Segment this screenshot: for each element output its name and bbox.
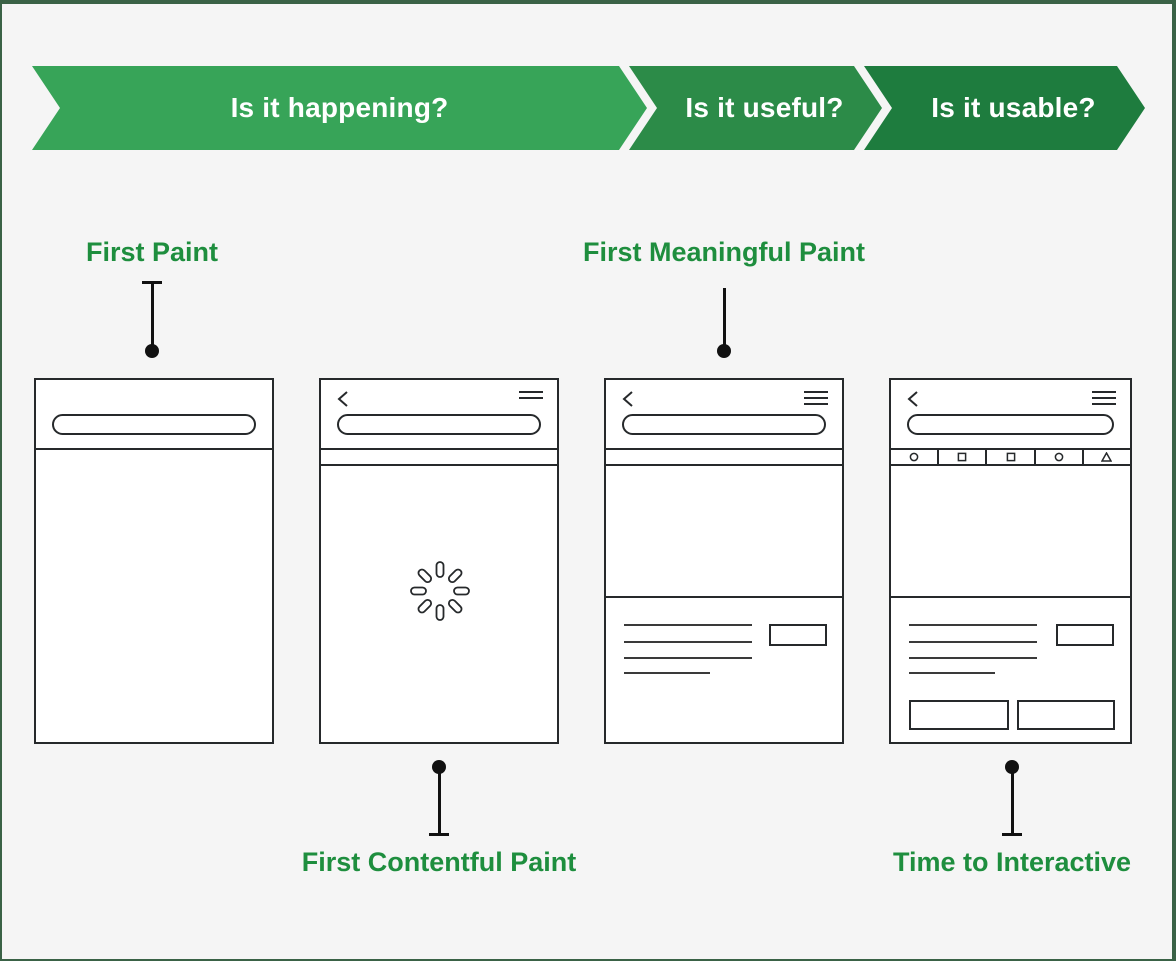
nav-icon-square <box>987 450 1036 464</box>
content-text-line <box>909 641 1037 643</box>
nav-icon-triangle <box>1084 450 1130 464</box>
label-first-contentful-paint: First Contentful Paint <box>301 847 577 877</box>
label-time-to-interactive: Time to Interactive <box>892 847 1132 877</box>
url-bar <box>907 414 1114 435</box>
content-text-line <box>624 657 752 659</box>
connector-dot <box>717 344 731 358</box>
toolbar-strip <box>606 450 842 466</box>
banner-segment-is-it-useful: Is it useful? <box>629 66 882 150</box>
image-placeholder <box>1056 624 1114 646</box>
content-text-line <box>624 624 752 626</box>
banner-segment-is-it-usable: Is it usable? <box>864 66 1145 150</box>
content-text-line <box>624 672 710 674</box>
nav-icon-square <box>939 450 988 464</box>
content-text-line <box>909 657 1037 659</box>
nav-icon-circle <box>891 450 940 464</box>
content-text-line <box>909 624 1037 626</box>
browser-chrome <box>321 380 557 450</box>
banner-segment-is-it-happening: Is it happening? <box>32 66 647 150</box>
content-text-line <box>624 641 752 643</box>
toolbar-strip <box>321 450 557 466</box>
phone-time-to-interactive <box>889 378 1132 744</box>
browser-chrome <box>891 380 1130 450</box>
back-icon <box>905 390 921 413</box>
content-text-line <box>909 672 995 674</box>
label-first-meaningful-paint: First Meaningful Paint <box>582 237 866 267</box>
connector-line <box>438 767 441 835</box>
url-bar <box>52 414 256 435</box>
loading-spinner-icon <box>407 558 473 629</box>
connector-cap <box>429 833 449 836</box>
browser-chrome <box>36 380 272 450</box>
connector-dot <box>145 344 159 358</box>
url-bar <box>622 414 826 435</box>
banner-segment-label: Is it usable? <box>931 92 1096 123</box>
nav-icon-circle <box>1036 450 1084 464</box>
back-icon <box>620 390 636 413</box>
connector-cap <box>1002 833 1022 836</box>
hero-content-divider <box>891 596 1130 598</box>
button-placeholder <box>909 700 1009 730</box>
banner-segment-label: Is it happening? <box>230 92 449 123</box>
image-placeholder <box>769 624 827 646</box>
browser-chrome <box>606 380 842 450</box>
menu-icon <box>1092 391 1116 409</box>
url-bar <box>337 414 541 435</box>
hero-content-divider <box>606 596 842 598</box>
shape-nav-bar <box>891 450 1130 466</box>
phone-first-meaningful-paint <box>604 378 844 744</box>
button-placeholder <box>1017 700 1115 730</box>
connector-line <box>1011 767 1014 835</box>
connector-line <box>723 288 726 351</box>
connector-line <box>151 282 154 351</box>
banner-segment-label: Is it useful? <box>685 92 844 123</box>
back-icon <box>335 390 351 413</box>
phone-first-contentful-paint <box>319 378 559 744</box>
menu-icon <box>804 391 828 409</box>
menu-icon <box>519 391 543 403</box>
phone-first-paint <box>34 378 274 744</box>
label-first-paint: First Paint <box>85 237 219 267</box>
